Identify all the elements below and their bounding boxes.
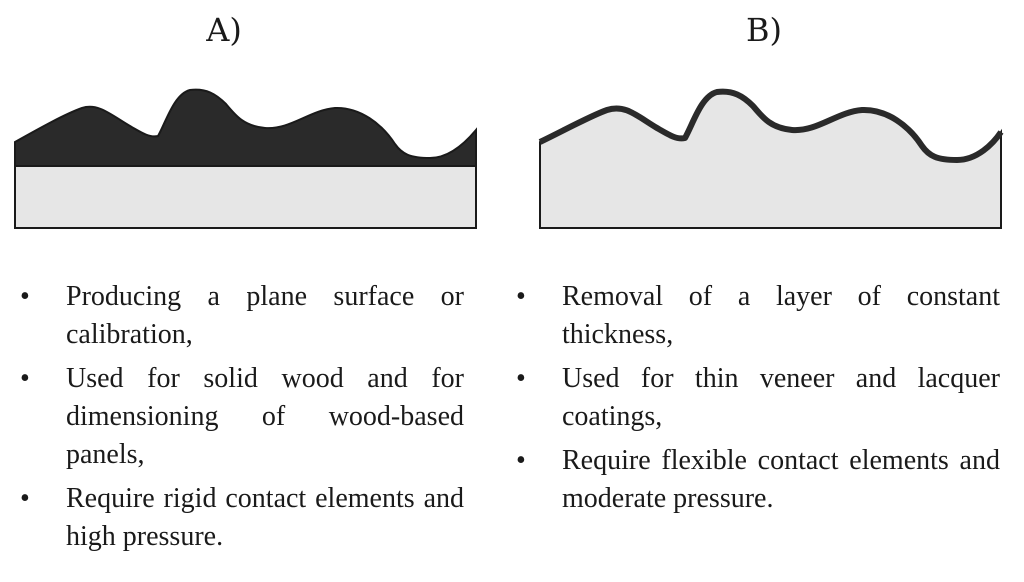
list-item: Require flexible contact elements and mo… — [510, 442, 1000, 518]
panel-b-bullet-list: Removal of a layer of constant thickness… — [510, 278, 1000, 524]
workpiece-body — [14, 165, 477, 229]
panel-a-label: A) — [206, 11, 242, 49]
list-item: Removal of a layer of constant thickness… — [510, 278, 1000, 354]
removed-material-layer — [538, 88, 1004, 163]
list-item: Require rigid contact elements and high … — [14, 480, 464, 556]
list-item: Used for solid wood and for dimensioning… — [14, 360, 464, 474]
removed-material-layer — [14, 88, 477, 167]
list-item: Used for thin veneer and lacquer coating… — [510, 360, 1000, 436]
panel-a-bullet-list: Producing a plane surface or calibration… — [14, 278, 464, 562]
list-item: Producing a plane surface or calibration… — [14, 278, 464, 354]
diagram-b-constant-layer — [538, 88, 1004, 229]
panel-b-label: B) — [746, 11, 782, 49]
diagram-a-plane-surface — [14, 88, 477, 229]
